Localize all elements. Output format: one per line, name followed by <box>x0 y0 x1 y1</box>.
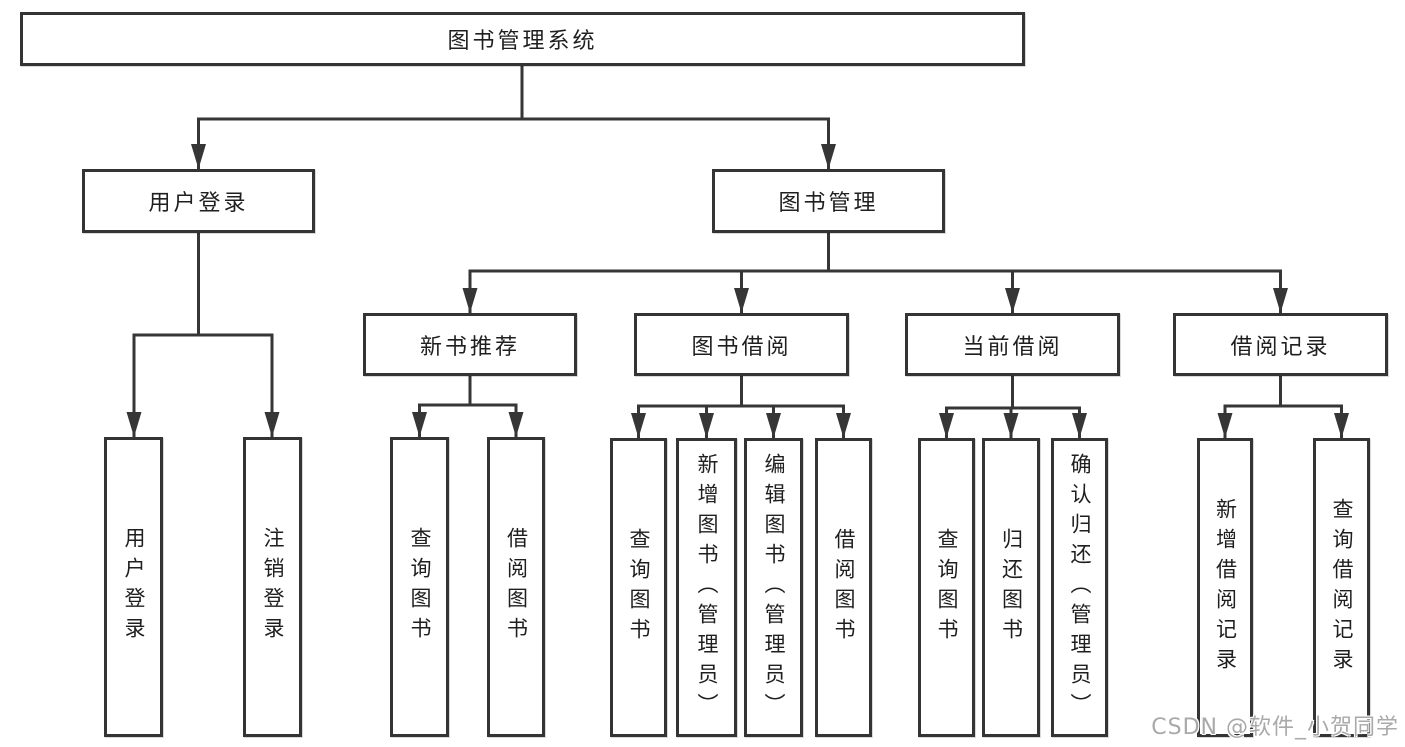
node-leaf-edit-book-admin: 编辑图书（管理员） <box>744 438 803 737</box>
node-group-book-mgmt: 图书管理 <box>712 169 945 233</box>
node-leaf-query-borrow-record: 查询借阅记录 <box>1313 438 1370 737</box>
node-leaf-query-borrow-record-label: 查询借阅记录 <box>1330 497 1354 678</box>
node-leaf-query-books-1-label: 查询图书 <box>408 527 432 647</box>
node-leaf-borrow-books-2-label: 借阅图书 <box>832 527 856 648</box>
node-leaf-query-books-3-label: 查询图书 <box>935 527 959 648</box>
node-leaf-logout-label: 注销登录 <box>261 527 285 647</box>
node-new-book-rec-label: 新书推荐 <box>419 334 520 360</box>
node-leaf-add-borrow-record-label: 新增借阅记录 <box>1213 497 1238 678</box>
node-root-label: 图书管理系统 <box>447 29 598 54</box>
node-group-book-mgmt-label: 图书管理 <box>778 191 879 216</box>
node-book-borrow-label: 图书借阅 <box>691 334 792 360</box>
node-leaf-logout: 注销登录 <box>243 437 302 737</box>
node-leaf-borrow-books-1: 借阅图书 <box>487 437 545 737</box>
node-leaf-query-books-2-label: 查询图书 <box>627 527 651 648</box>
watermark: CSDN @软件_小贺同学 <box>1151 715 1399 740</box>
node-leaf-query-books-1: 查询图书 <box>390 437 449 737</box>
node-borrow-records-label: 借阅记录 <box>1230 334 1331 360</box>
node-leaf-user-login-label: 用户登录 <box>122 527 146 647</box>
node-leaf-confirm-return-admin: 确认归还（管理员） <box>1051 438 1108 737</box>
node-leaf-user-login: 用户登录 <box>104 437 163 737</box>
node-leaf-return-book: 归还图书 <box>982 438 1040 737</box>
node-group-user-login: 用户登录 <box>82 169 315 233</box>
node-current-borrow: 当前借阅 <box>905 313 1120 376</box>
node-new-book-rec: 新书推荐 <box>363 313 577 376</box>
node-borrow-records: 借阅记录 <box>1173 313 1388 376</box>
node-book-borrow: 图书借阅 <box>634 313 849 376</box>
node-group-user-login-label: 用户登录 <box>148 191 249 216</box>
node-root: 图书管理系统 <box>20 12 1025 66</box>
node-leaf-borrow-books-1-label: 借阅图书 <box>504 527 529 647</box>
node-leaf-query-books-2: 查询图书 <box>610 438 667 737</box>
node-leaf-confirm-return-admin-label: 确认归还（管理员） <box>1068 452 1092 723</box>
node-leaf-borrow-books-2: 借阅图书 <box>815 438 872 737</box>
node-leaf-query-books-3: 查询图书 <box>918 438 975 737</box>
node-leaf-add-borrow-record: 新增借阅记录 <box>1197 438 1253 737</box>
node-leaf-add-book-admin-label: 新增图书（管理员） <box>695 452 719 723</box>
node-leaf-add-book-admin: 新增图书（管理员） <box>676 438 737 737</box>
node-current-borrow-label: 当前借阅 <box>962 334 1063 360</box>
node-leaf-edit-book-admin-label: 编辑图书（管理员） <box>762 452 786 723</box>
node-leaf-return-book-label: 归还图书 <box>999 527 1024 648</box>
